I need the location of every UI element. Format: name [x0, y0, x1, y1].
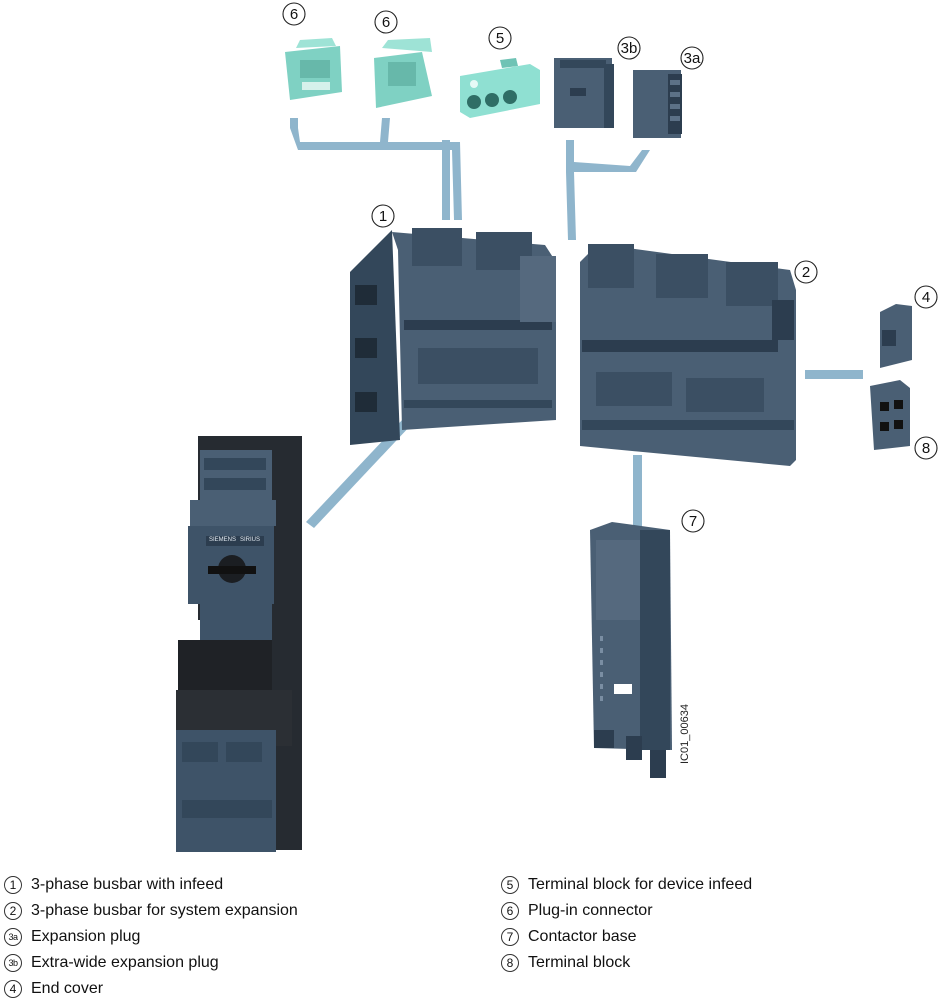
busbar-system-expansion — [580, 244, 796, 466]
legend-item-8: 8 Terminal block — [501, 950, 752, 976]
device-series-label: SIRIUS — [240, 537, 260, 543]
legend-item-3b: 3b Extra-wide expansion plug — [4, 950, 298, 976]
callout-3b: 3b — [617, 36, 641, 60]
terminal-block-device-infeed — [460, 58, 540, 118]
legend-item-1: 1 3-phase busbar with infeed — [4, 872, 298, 898]
callout-3a-label: 3a — [684, 50, 701, 67]
callout-6-right-label: 6 — [382, 14, 390, 31]
legend-number-3b: 3b — [4, 954, 22, 972]
plug-in-connector-left — [285, 38, 342, 100]
callout-6-left-label: 6 — [290, 6, 298, 23]
figure-id-label: IC01_00634 — [679, 704, 691, 764]
legend-right-column: 5 Terminal block for device infeed 6 Plu… — [501, 872, 752, 976]
legend-label-6: Plug-in connector — [528, 902, 653, 919]
legend-label-3a: Expansion plug — [31, 928, 141, 945]
callout-6-left: 6 — [282, 2, 306, 26]
legend-left-column: 1 3-phase busbar with infeed 2 3-phase b… — [4, 872, 298, 1002]
legend-label-8: Terminal block — [528, 954, 631, 971]
callout-1-label: 1 — [379, 208, 387, 225]
legend-item-4: 4 End cover — [4, 976, 298, 1002]
callout-6-right: 6 — [374, 10, 398, 34]
callout-2: 2 — [794, 260, 818, 284]
legend-label-7: Contactor base — [528, 928, 637, 945]
device-brand-label: SIEMENS — [209, 537, 236, 543]
legend-label-1: 3-phase busbar with infeed — [31, 876, 224, 893]
callout-4: 4 — [914, 285, 938, 309]
legend-label-5: Terminal block for device infeed — [528, 876, 753, 893]
callout-7-label: 7 — [689, 513, 697, 530]
callout-8-label: 8 — [922, 440, 930, 457]
contactor-base — [590, 522, 672, 778]
callout-2-label: 2 — [802, 264, 810, 281]
legend-label-2: 3-phase busbar for system expansion — [31, 902, 298, 919]
callout-8: 8 — [914, 436, 938, 460]
exploded-assembly-diagram: SIEMENS SIRIUS 6 6 5 3b 3a 1 2 4 8 7 — [176, 2, 938, 852]
callout-5-label: 5 — [496, 30, 504, 47]
legend-number-5: 5 — [501, 876, 519, 894]
callout-5: 5 — [488, 26, 512, 50]
legend-number-8: 8 — [501, 954, 519, 972]
end-cover — [880, 304, 912, 368]
legend-number-2: 2 — [4, 902, 22, 920]
legend-number-3a: 3a — [4, 928, 22, 946]
legend-item-7: 7 Contactor base — [501, 924, 752, 950]
callout-3a: 3a — [680, 46, 704, 70]
legend-item-5: 5 Terminal block for device infeed — [501, 872, 752, 898]
legend-item-2: 2 3-phase busbar for system expansion — [4, 898, 298, 924]
legend-number-7: 7 — [501, 928, 519, 946]
callout-7: 7 — [681, 509, 705, 533]
motor-starter-device: SIEMENS SIRIUS — [176, 436, 302, 852]
legend-number-6: 6 — [501, 902, 519, 920]
legend-number-1: 1 — [4, 876, 22, 894]
plug-in-connector-right — [374, 38, 432, 108]
terminal-block — [870, 380, 910, 450]
legend-label-3b: Extra-wide expansion plug — [31, 954, 219, 971]
callout-3b-label: 3b — [621, 40, 638, 57]
expansion-plug — [633, 70, 682, 138]
callout-1: 1 — [371, 204, 395, 228]
callout-4-label: 4 — [922, 289, 930, 306]
legend-item-6: 6 Plug-in connector — [501, 898, 752, 924]
legend-item-3a: 3a Expansion plug — [4, 924, 298, 950]
legend: 1 3-phase busbar with infeed 2 3-phase b… — [0, 872, 940, 1000]
busbar-with-infeed — [350, 228, 556, 445]
legend-label-4: End cover — [31, 980, 104, 997]
extra-wide-expansion-plug — [554, 58, 614, 128]
legend-number-4: 4 — [4, 980, 22, 998]
